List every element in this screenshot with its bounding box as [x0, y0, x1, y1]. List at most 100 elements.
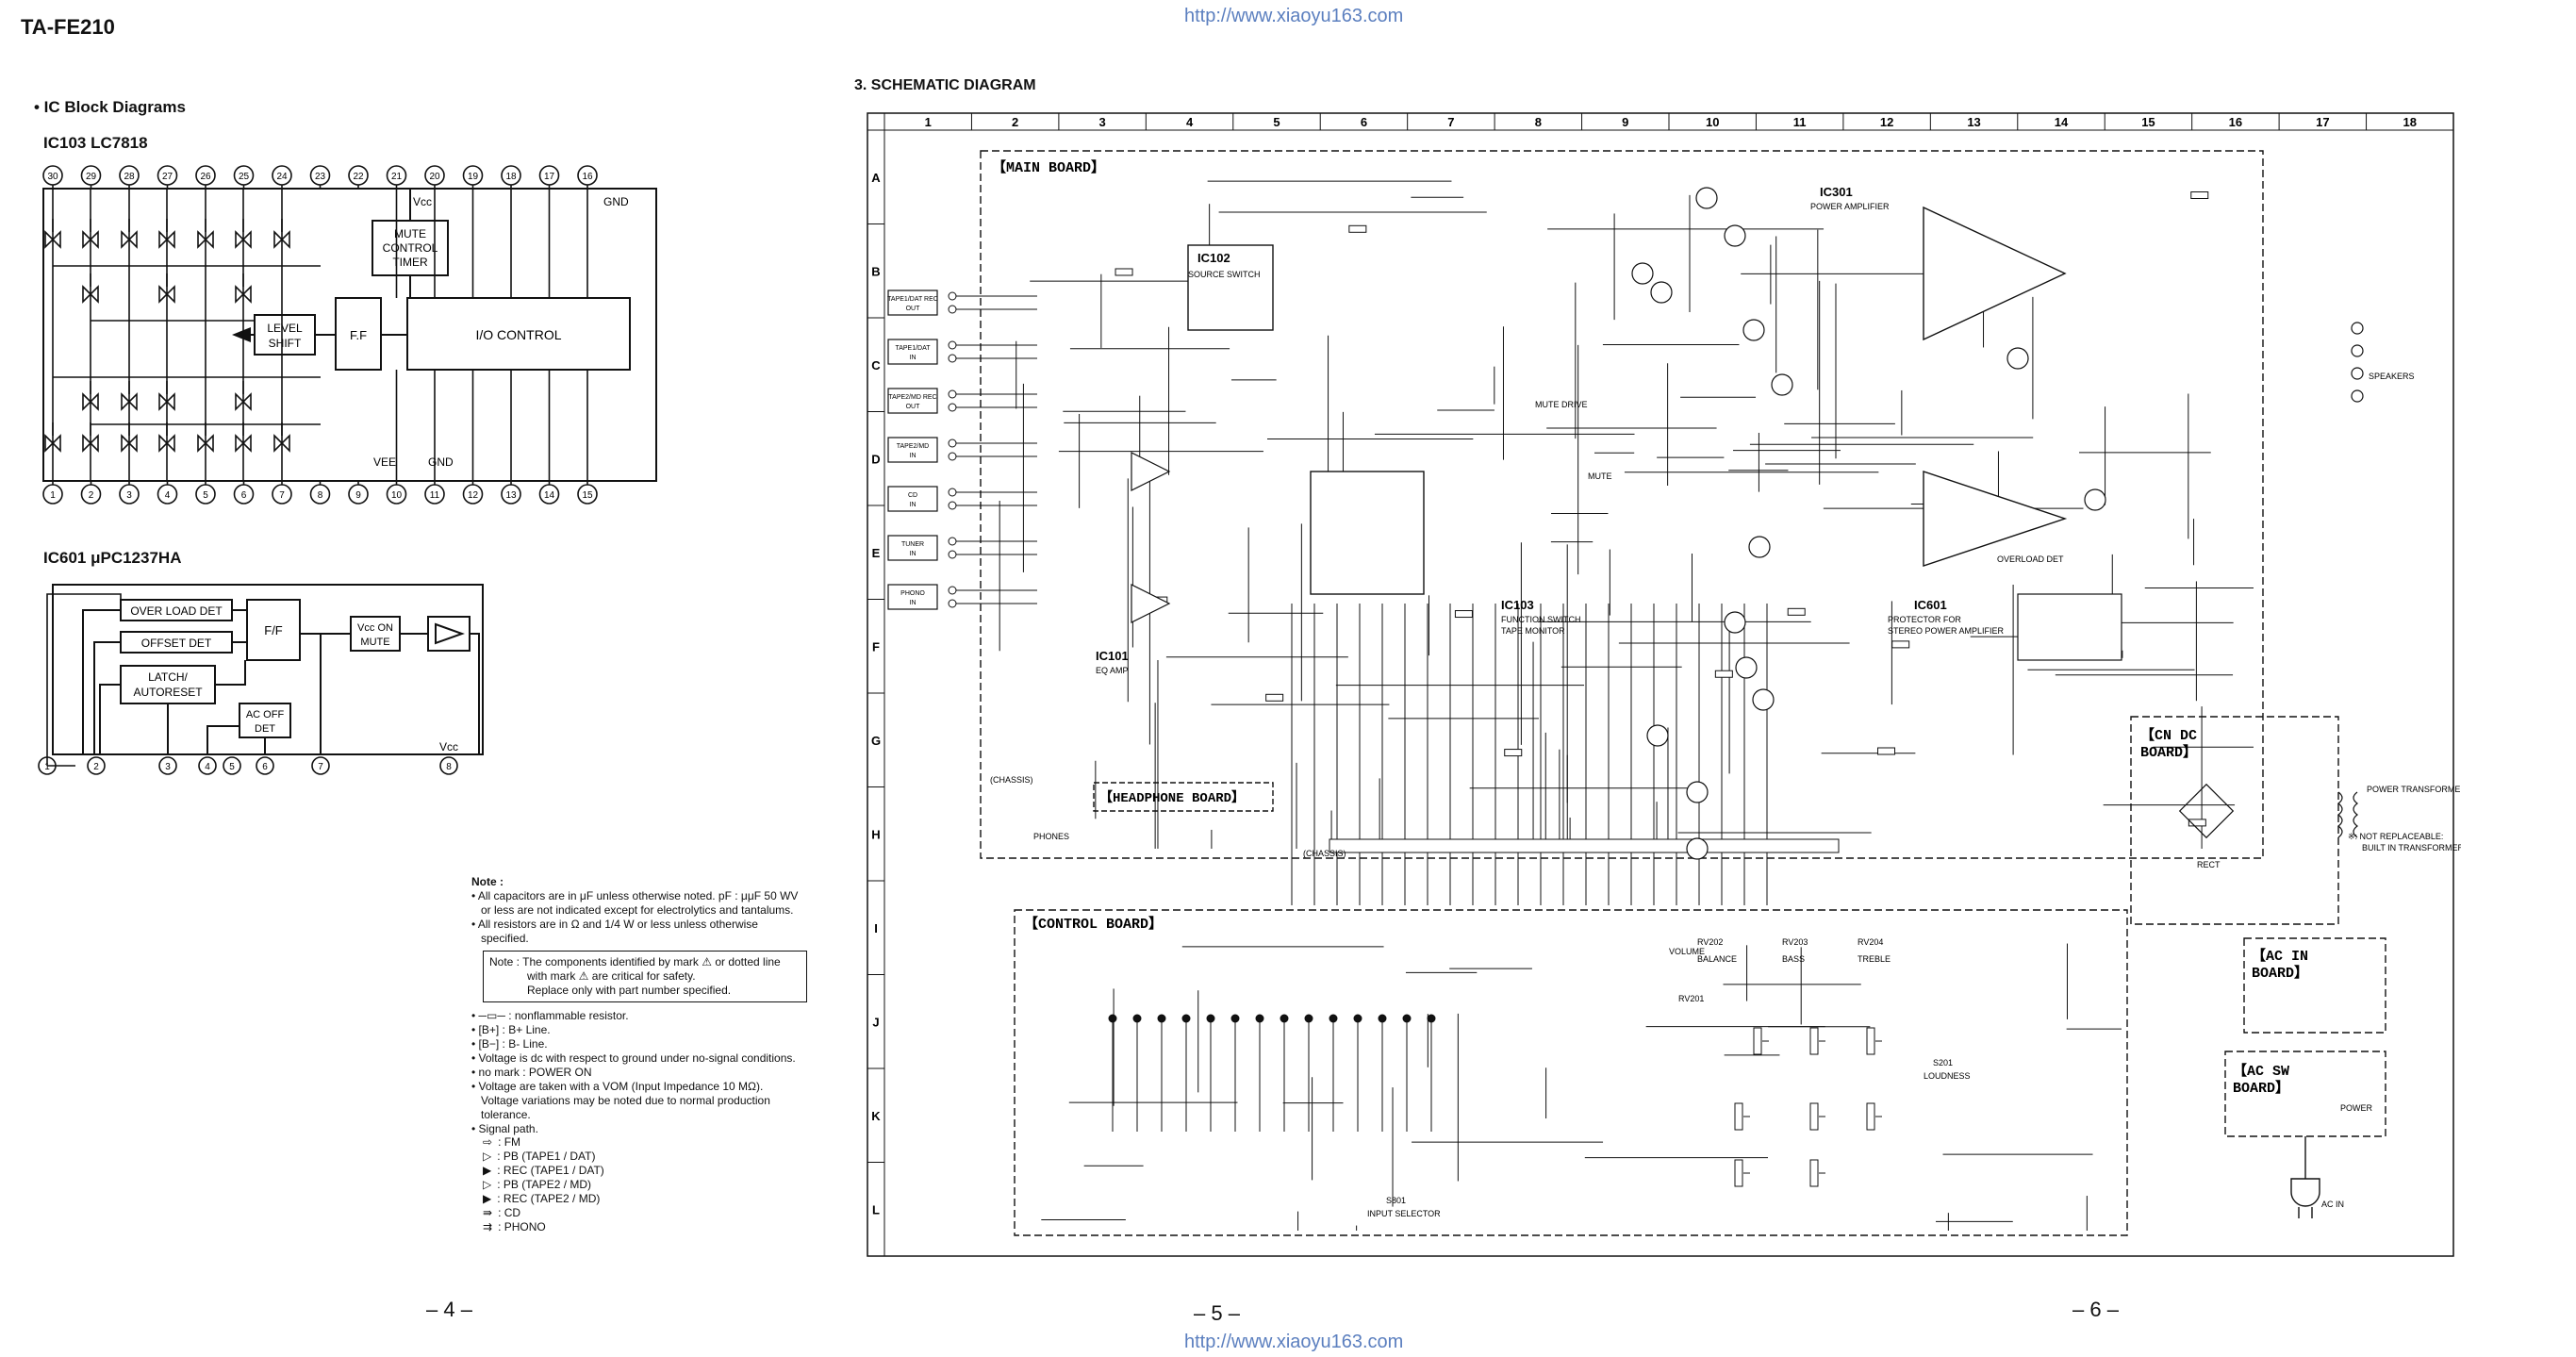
ic103-title: IC103 LC7818 — [43, 134, 148, 152]
svg-text:22: 22 — [353, 172, 364, 182]
ic103-pin-24: 24 — [272, 165, 292, 189]
bottom-url[interactable]: http://www.xiaoyu163.com — [1184, 1332, 1404, 1352]
svg-text:OUT: OUT — [906, 306, 921, 312]
phones-label: PHONES — [1033, 832, 1069, 841]
top-url[interactable]: http://www.xiaoyu163.com — [1184, 6, 1404, 26]
ic103-pin-22: 22 — [348, 165, 369, 189]
svg-text:6: 6 — [241, 490, 247, 501]
grid-row-B: B — [871, 264, 880, 278]
ic103-pin-2: 2 — [80, 481, 102, 505]
ic103-pin-19: 19 — [462, 165, 484, 189]
ic103-pin-8: 8 — [309, 481, 331, 505]
svg-text:19: 19 — [468, 172, 479, 182]
ic601-vccmute-l2: MUTE — [360, 637, 389, 648]
cndc-board-l2: BOARD】 — [2140, 743, 2197, 761]
ic103-pin-25: 25 — [233, 165, 255, 189]
ic601-pin-7: 7 — [311, 756, 330, 775]
ic103-level-l1: LEVEL — [267, 322, 303, 335]
rv204-label: RV204 — [1858, 937, 1883, 947]
grid-col-10: 10 — [1706, 115, 1719, 129]
cndc-board-l1: 【CN DC — [2140, 726, 2197, 744]
acsw-board-l1: 【AC SW — [2233, 1062, 2289, 1080]
ic102-label: IC102 — [1197, 251, 1230, 265]
svg-text:9: 9 — [355, 490, 361, 501]
signal-cd: : CD — [498, 1206, 521, 1219]
signal-phono: : PHONO — [498, 1220, 546, 1233]
rv201-sub: VOLUME — [1669, 947, 1705, 956]
svg-text:TAPE2/MD: TAPE2/MD — [897, 443, 930, 450]
ic101-label: IC101 — [1096, 649, 1129, 663]
ic601-schem-body — [2017, 593, 2122, 661]
svg-text:14: 14 — [544, 490, 555, 501]
ic103-mute-l3: TIMER — [392, 256, 428, 269]
svg-text:PHONO: PHONO — [900, 590, 925, 597]
ic601-acoff-box — [239, 703, 291, 738]
ic601-latch-l2: AUTORESET — [133, 686, 203, 699]
arrow-cd-icon: ⇛ — [483, 1206, 493, 1219]
rv202-sub: BALANCE — [1697, 954, 1737, 964]
ic103-body — [1310, 471, 1425, 595]
ic601-pin-5: 5 — [223, 756, 241, 775]
svg-text:25: 25 — [239, 172, 250, 182]
grid-col-18: 18 — [2403, 115, 2417, 129]
ic301-amp-lower — [1923, 471, 2068, 567]
grid-row-G: G — [871, 734, 881, 748]
acsw-board-l2: BOARD】 — [2233, 1079, 2289, 1097]
svg-text:10: 10 — [391, 490, 403, 501]
ic601-schem-sub2: STEREO POWER AMPLIFIER — [1888, 626, 2005, 636]
ic103-mute-l2: CONTROL — [383, 241, 438, 255]
chassis-label-1: (CHASSIS) — [1303, 849, 1346, 858]
svg-text:18: 18 — [505, 172, 517, 182]
transistor-14 — [2006, 347, 2029, 370]
ic601-vccmute-box — [350, 616, 401, 652]
grid-col-5: 5 — [1273, 115, 1280, 129]
not-replaceable-2: BUILT IN TRANSFORMER. — [2362, 843, 2461, 852]
ic103-gnd-bottom: GND — [428, 455, 454, 469]
ic601-pin-6: 6 — [256, 756, 274, 775]
note-bminus: • [B−] : B- Line. — [471, 1037, 548, 1051]
ic103-pin-6: 6 — [233, 481, 255, 505]
svg-text:OUT: OUT — [906, 404, 921, 410]
power-switch-label: POWER — [2340, 1103, 2373, 1113]
svg-text:IN: IN — [910, 600, 916, 606]
ic103-pin-3: 3 — [119, 481, 140, 505]
mute-label: MUTE — [1588, 472, 1612, 481]
ic601-latch-l1: LATCH/ — [148, 670, 188, 684]
transistor-7 — [1724, 611, 1746, 634]
ic102-body — [1187, 244, 1274, 331]
ic601-ff-label: F/F — [264, 623, 283, 637]
jack-6: PHONO IN — [887, 584, 1037, 610]
page-number-5: – 5 – — [1194, 1301, 1240, 1325]
ic301-label: IC301 — [1820, 185, 1853, 199]
svg-text:12: 12 — [468, 490, 479, 501]
acin-board-l1: 【AC IN — [2252, 947, 2308, 965]
ic101-amp-a — [1131, 452, 1171, 491]
note-line-1: • All capacitors are in μF unless otherw… — [471, 889, 799, 902]
svg-text:7: 7 — [318, 762, 323, 772]
ic103-ff-label: F.F — [350, 328, 367, 342]
not-replaceable-1: ※: NOT REPLACEABLE: — [2348, 832, 2443, 841]
svg-text:3: 3 — [165, 762, 171, 772]
arrow-pb-tape2-icon: ▷ — [483, 1178, 492, 1191]
svg-text:IN: IN — [910, 355, 916, 361]
svg-text:IN: IN — [910, 453, 916, 459]
s801-sub: INPUT SELECTOR — [1367, 1209, 1441, 1218]
transistor-3 — [1650, 281, 1673, 304]
note-signal-path: • Signal path. — [471, 1122, 538, 1135]
transistor-1 — [1724, 224, 1746, 247]
notes-block: Note : • All capacitors are in μF unless… — [471, 875, 820, 946]
s801-label: S801 — [1386, 1196, 1406, 1205]
ic101-sub: EQ AMP — [1096, 666, 1129, 675]
rectifier-bridge — [2178, 783, 2235, 839]
ic103-outline — [42, 188, 657, 482]
ic103-label: IC103 — [1501, 598, 1534, 612]
transistor-5 — [1771, 373, 1793, 396]
grid-col-15: 15 — [2141, 115, 2155, 129]
rv203-label: RV203 — [1782, 937, 1808, 947]
transistor-10 — [1686, 837, 1709, 860]
arrow-rec-tape1-icon: ▶ — [483, 1164, 492, 1177]
power-transformer-label: POWER TRANSFORMER — [2367, 785, 2461, 794]
rv204-sub: TREBLE — [1858, 954, 1891, 964]
